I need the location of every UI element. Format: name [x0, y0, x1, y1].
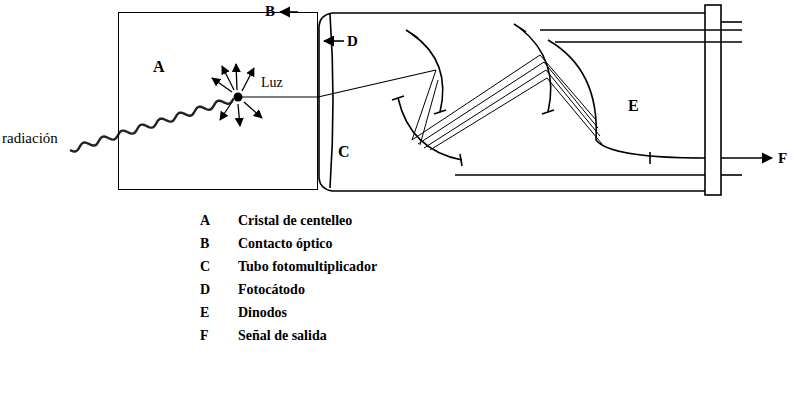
- legend-letter: D: [200, 283, 210, 297]
- legend-letter: A: [200, 214, 210, 228]
- legend-letter: F: [200, 329, 209, 343]
- lead-wire: [455, 174, 705, 176]
- light-ray: [318, 70, 436, 97]
- legend-letter: E: [200, 306, 209, 320]
- callout-letter: F: [778, 151, 787, 166]
- lead-wire: [540, 29, 742, 31]
- legend-text: Cristal de centelleo: [238, 214, 352, 228]
- interaction-point: [234, 93, 243, 102]
- callout-letter: B: [265, 4, 275, 19]
- pointer-arrow: [324, 40, 344, 42]
- light-label: Luz: [260, 76, 284, 90]
- legend-text: Fotocátodo: [238, 283, 305, 297]
- callout-letter: E: [628, 98, 639, 114]
- lead-wire: [721, 174, 742, 176]
- output-arrow: [721, 157, 772, 159]
- legend-text: Contacto óptico: [238, 237, 333, 251]
- electron-paths: [412, 55, 602, 150]
- part-letter: A: [153, 59, 165, 75]
- legend-letter: C: [200, 260, 210, 274]
- scintillation-burst: [212, 64, 262, 126]
- tube-flange: [705, 5, 721, 195]
- dynode: [548, 40, 705, 158]
- lead-wire: [555, 41, 742, 43]
- photocathode: [330, 14, 333, 188]
- legend-text: Señal de salida: [238, 329, 327, 343]
- photomultiplier-tube: C: [318, 12, 705, 192]
- dynode-tick: [649, 152, 651, 164]
- tube-outline: [318, 12, 705, 192]
- radiation-label: radiación: [2, 131, 58, 146]
- scintillation-crystal: A: [118, 12, 318, 190]
- dynode: [412, 34, 443, 112]
- legend-text: Dinodos: [238, 306, 287, 320]
- callout-letter: D: [347, 34, 358, 49]
- legend-text: Tubo fotomultiplicador: [238, 260, 377, 274]
- radiation-wave: [70, 98, 234, 151]
- lead-wire: [721, 21, 742, 23]
- wiring: [212, 5, 772, 195]
- light-ray: [238, 96, 318, 97]
- radiation-wave: [70, 98, 234, 151]
- part-letter: C: [338, 144, 350, 160]
- legend-letter: B: [200, 237, 209, 251]
